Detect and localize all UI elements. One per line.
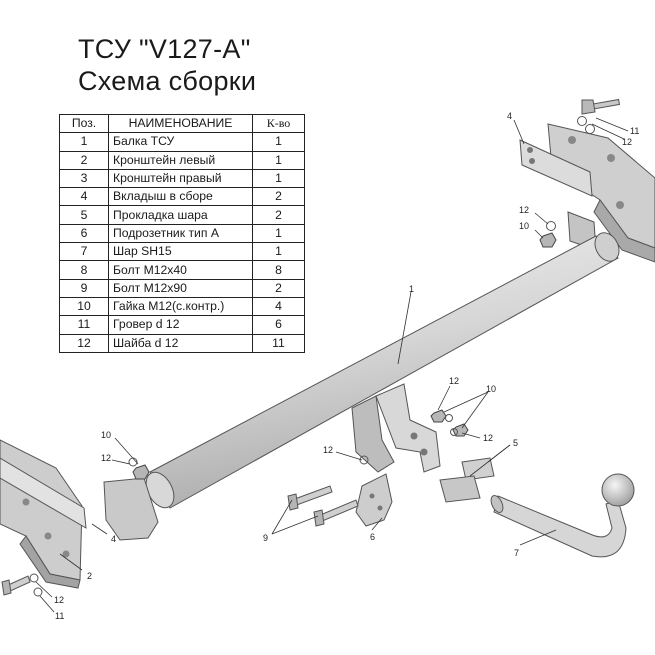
bracket-hole (568, 136, 576, 144)
socket-hole (369, 493, 375, 499)
insert-right (519, 139, 593, 197)
callout-insert-right: 4 (507, 111, 512, 121)
washer-socket-icon (359, 455, 369, 465)
callout-grover-bottom-left: 11 (55, 611, 64, 621)
washer-right-icon (546, 221, 556, 231)
callout-washer-left: 12 (101, 453, 111, 463)
insert-hole (529, 158, 535, 164)
leader-lines (35, 117, 629, 613)
bolts-long (287, 485, 359, 527)
socket-hole (377, 505, 383, 511)
callout-washer-center: 12 (483, 433, 493, 443)
tow-ball (490, 473, 635, 558)
callout-bolts-long: 9 (263, 533, 268, 543)
bracket-hole (22, 498, 30, 506)
row-name: Вкладыш в сборе (108, 187, 253, 207)
bracket-hole (62, 550, 70, 558)
washer-bottom-left-icon (29, 573, 39, 583)
diagram-subtitle: Схема сборки (78, 66, 257, 96)
row-name: Прокладка шара (108, 205, 253, 225)
washer-center-top-icon (445, 414, 453, 422)
washer-top-icon (577, 116, 587, 126)
nut-left (132, 464, 150, 480)
spacers (439, 457, 495, 503)
callout-socket-plate: 6 (370, 532, 375, 542)
diagram-title: ТСУ "V127-A" (78, 34, 251, 64)
socket-plate (355, 473, 393, 527)
bracket-hole (616, 201, 624, 209)
parts-table-header: Поз. НАИМЕНОВАНИЕ К-во (59, 113, 305, 134)
insert-hole (527, 147, 533, 153)
callout-insert-left: 4 (111, 534, 116, 544)
beam-center-mount (351, 383, 441, 473)
bolt-top (581, 98, 621, 115)
grover-bottom-left-icon (33, 587, 43, 597)
nuts-center (430, 409, 469, 437)
washer-center-icon (450, 428, 458, 436)
callout-spacer: 5 (513, 438, 518, 448)
callout-washer-right: 12 (519, 205, 529, 215)
callout-nut-right: 10 (519, 221, 529, 231)
bracket-hole (607, 154, 615, 162)
callout-beam: 1 (409, 284, 414, 294)
mount-hole (420, 448, 428, 456)
callout-washer-top: 12 (622, 137, 632, 147)
callout-nut-left: 10 (101, 430, 111, 440)
row-qty: 11 (252, 333, 305, 353)
callout-washer-bottom-left: 12 (54, 595, 64, 605)
row-pos: 11 (59, 315, 109, 335)
row-name: Кронштейн левый (108, 150, 253, 170)
bolts-left-stack (1, 575, 31, 596)
callout-nuts-center: 10 (486, 384, 496, 394)
header-pos: Поз. (59, 113, 109, 134)
mount-hole (410, 432, 418, 440)
nut-right (539, 232, 557, 248)
row-qty: 2 (252, 205, 305, 225)
callout-labels: 1 2 4 4 5 6 7 9 10 12 10 12 10 12 12 12 … (54, 111, 639, 621)
callout-washer-socket: 12 (323, 445, 333, 455)
callout-ball: 7 (514, 548, 519, 558)
row-name: Гайка М12(с.контр.) (108, 296, 253, 317)
grover-top-icon (585, 124, 595, 134)
bracket-hole (44, 532, 52, 540)
callout-washer-center-top: 12 (449, 376, 459, 386)
insert-left (0, 457, 87, 529)
callout-grover-top: 11 (630, 126, 639, 136)
callout-bracket-left: 2 (87, 571, 92, 581)
beam-tube (145, 232, 620, 509)
row-name: Болт М12х90 (108, 278, 253, 298)
row-name: Подрозетник тип А (108, 223, 253, 244)
